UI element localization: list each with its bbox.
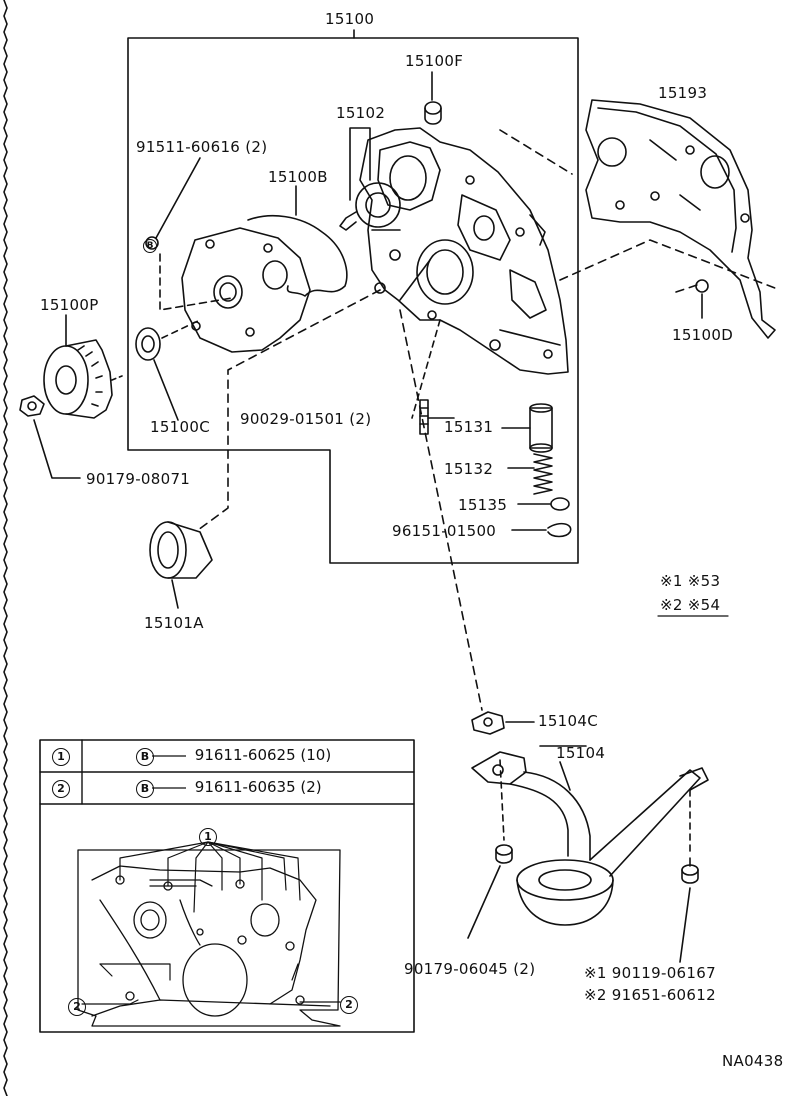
torn-edge bbox=[3, 0, 8, 1096]
label-91511-60616: 91511-60616 (2) bbox=[136, 138, 268, 156]
table-row-part: B 91611-60625 (10) bbox=[136, 746, 331, 766]
legend-line-1: ※1 ※53 bbox=[660, 572, 721, 590]
label-15135: 15135 bbox=[458, 496, 508, 514]
label-15132: 15132 bbox=[444, 460, 494, 478]
label-15101A: 15101A bbox=[144, 614, 204, 632]
inset-pump-drawing bbox=[77, 849, 341, 1027]
label-15100P: 15100P bbox=[40, 296, 99, 314]
seal-15100C bbox=[135, 319, 201, 421]
pin-90029 bbox=[419, 399, 429, 435]
nut-90179-08071 bbox=[19, 395, 81, 479]
retainer-15135 bbox=[550, 497, 570, 511]
part-number: 91611-60625 (10) bbox=[194, 746, 332, 764]
bolt-circle: B bbox=[136, 748, 154, 766]
ref-circle: 1 bbox=[199, 828, 217, 846]
ref-circle: 1 bbox=[52, 748, 70, 766]
table-row-part: B 91611-60635 (2) bbox=[136, 778, 322, 798]
label-15100D: 15100D bbox=[672, 326, 734, 344]
part-number: 91611-60635 (2) bbox=[194, 778, 322, 796]
label-90179-06045: 90179-06045 (2) bbox=[404, 960, 536, 978]
pulley-15100P bbox=[43, 314, 123, 419]
label-15102: 15102 bbox=[336, 104, 386, 122]
inset-ref-2-right: 2 bbox=[340, 994, 358, 1014]
ref-circle: 2 bbox=[52, 780, 70, 798]
plug-15100F bbox=[424, 71, 442, 125]
spring-15132 bbox=[533, 453, 553, 495]
inset-ref-1: 1 bbox=[199, 826, 217, 846]
label-90029-01501: 90029-01501 (2) bbox=[240, 410, 372, 428]
ref-circle: 2 bbox=[340, 996, 358, 1014]
bolt-90119 bbox=[681, 857, 699, 884]
assembly-outline-15100 bbox=[127, 37, 579, 564]
label-15100: 15100 bbox=[325, 10, 375, 28]
rotor-15100B bbox=[181, 185, 348, 353]
ref-circle: 2 bbox=[68, 998, 86, 1016]
label-90119-06167: ※1 90119-06167 bbox=[584, 964, 716, 982]
label-15100B: 15100B bbox=[268, 168, 328, 186]
bolt-marker: B bbox=[143, 234, 157, 253]
label-15193: 15193 bbox=[658, 84, 708, 102]
label-15104C: 15104C bbox=[538, 712, 598, 730]
gasket-15193 bbox=[585, 99, 776, 339]
relief-valve-15131 bbox=[529, 403, 553, 453]
nut-90179-06045 bbox=[495, 844, 513, 864]
bolt-circle: B bbox=[143, 239, 157, 253]
bolt-circle: B bbox=[136, 780, 154, 798]
label-91651-60612: ※2 91651-60612 bbox=[584, 986, 716, 1004]
label-15131: 15131 bbox=[444, 418, 494, 436]
label-96151-01500: 96151-01500 bbox=[392, 522, 497, 540]
inset-ref-2-left: 2 bbox=[68, 996, 86, 1016]
label-15100C: 15100C bbox=[150, 418, 210, 436]
table-row: 2 bbox=[52, 778, 70, 798]
drive-gear-15102 bbox=[339, 127, 401, 231]
label-15104: 15104 bbox=[556, 744, 606, 762]
oil-strainer-15104 bbox=[471, 751, 709, 926]
legend-line-2: ※2 ※54 bbox=[660, 596, 721, 614]
oil-seal-15101A bbox=[149, 521, 213, 609]
label-90179-08071: 90179-08071 bbox=[86, 470, 191, 488]
gasket-15104C bbox=[471, 711, 505, 735]
label-15100F: 15100F bbox=[405, 52, 464, 70]
oil-pump-body bbox=[359, 127, 569, 375]
table-row: 1 bbox=[52, 746, 70, 766]
footer-code: NA0438 bbox=[722, 1052, 784, 1070]
pin-15100D bbox=[695, 279, 709, 293]
snap-ring-96151 bbox=[547, 522, 572, 538]
